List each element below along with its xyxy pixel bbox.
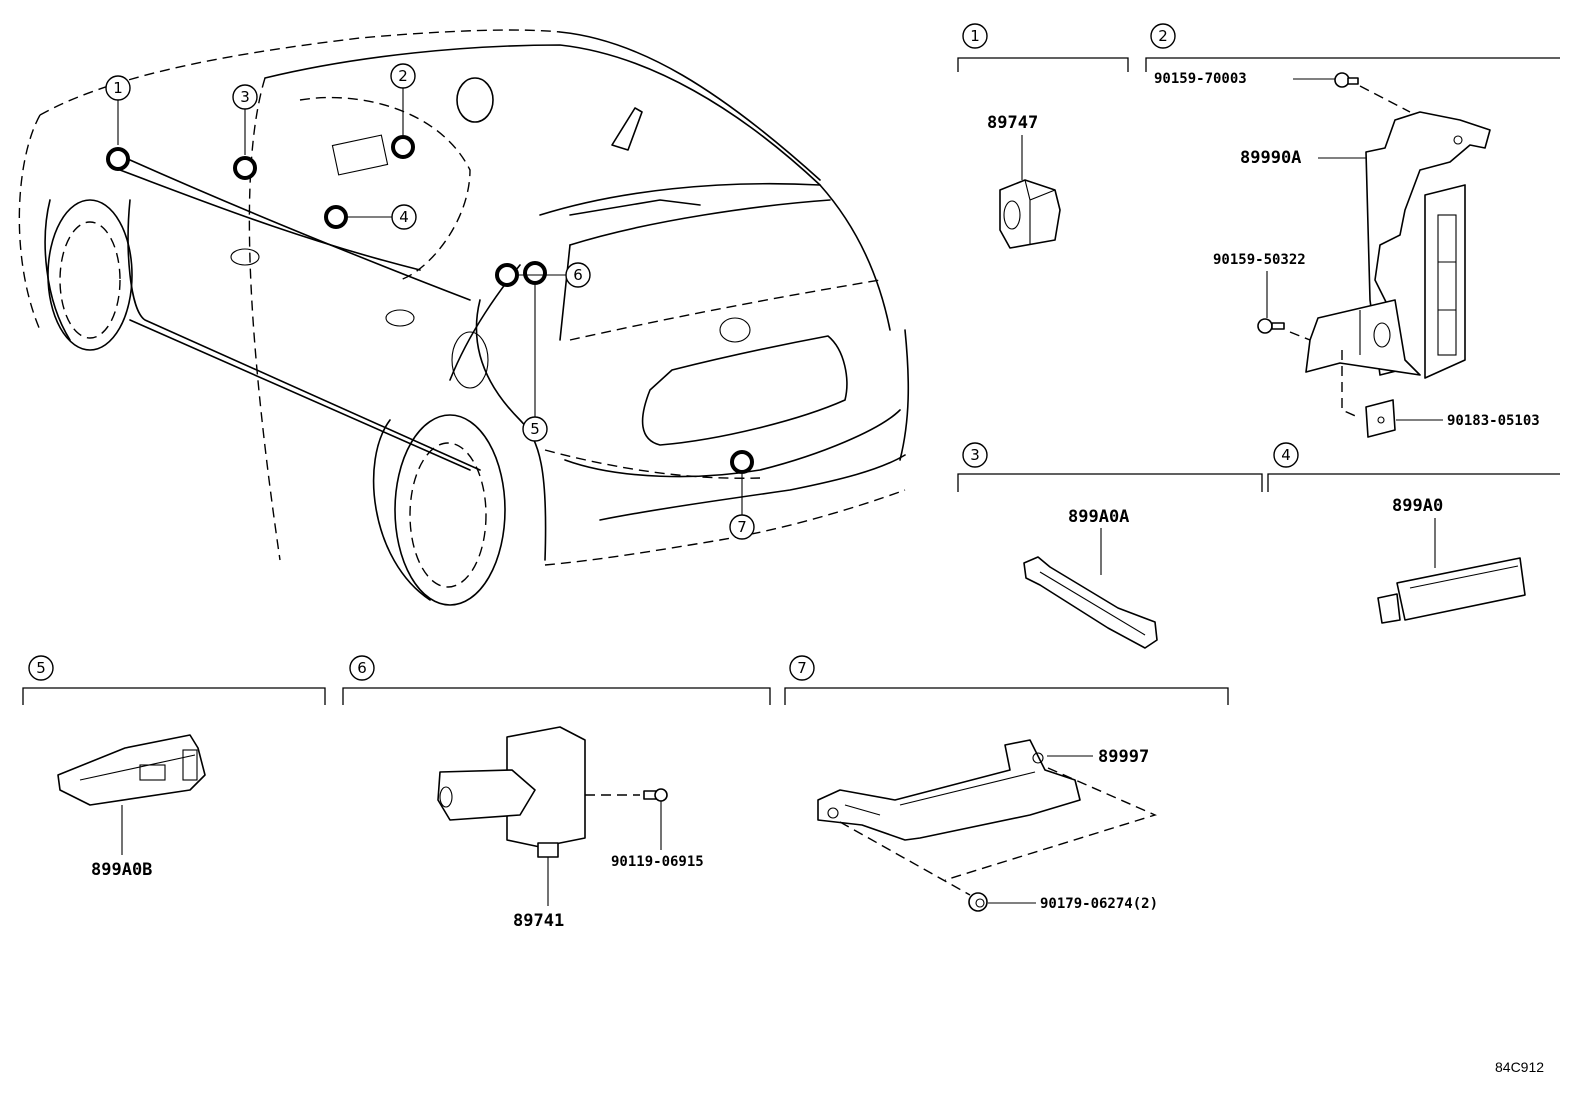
group-7: 7 89997 90179-06274(2) bbox=[784, 655, 1229, 912]
group-bracket bbox=[1145, 57, 1560, 72]
part-89997-drawing[interactable] bbox=[817, 739, 1081, 841]
part-89990A-drawing[interactable] bbox=[1365, 111, 1491, 379]
overview-callout-4[interactable]: 4 bbox=[324, 204, 417, 230]
group-number: 6 bbox=[357, 659, 367, 677]
part-number-899A0A[interactable]: 899A0A bbox=[1068, 507, 1129, 527]
bolt-icon bbox=[1257, 318, 1285, 334]
callout-number: 5 bbox=[530, 420, 540, 438]
group-4: 4 899A0 bbox=[1267, 442, 1560, 624]
group-bracket bbox=[957, 473, 1263, 492]
callout-number: 7 bbox=[737, 518, 747, 536]
callout-number: 2 bbox=[398, 67, 408, 85]
part-number-89741[interactable]: 89741 bbox=[513, 911, 564, 931]
part-number-90179-06274[interactable]: 90179-06274(2) bbox=[1040, 896, 1158, 912]
illustration-reference-code: 84C912 bbox=[1495, 1059, 1544, 1075]
part-number-90159-50322[interactable]: 90159-50322 bbox=[1213, 252, 1306, 268]
part-89747-drawing[interactable] bbox=[999, 179, 1061, 249]
part-number-90159-70003[interactable]: 90159-70003 bbox=[1154, 71, 1247, 87]
nut-icon bbox=[968, 892, 988, 912]
bolt-icon bbox=[1334, 72, 1359, 88]
overview-callout-7[interactable]: 7 bbox=[729, 450, 755, 540]
group-5: 5 899A0B bbox=[22, 655, 326, 880]
group-3: 3 899A0A bbox=[957, 442, 1263, 649]
part-number-89990A[interactable]: 89990A bbox=[1240, 148, 1301, 168]
group-number: 1 bbox=[970, 27, 980, 45]
group-1: 1 89747 bbox=[957, 23, 1129, 249]
part-number-89747[interactable]: 89747 bbox=[987, 113, 1038, 133]
clip-nut-drawing bbox=[1365, 399, 1396, 438]
callout-number: 3 bbox=[240, 88, 250, 106]
part-number-90119-06915[interactable]: 90119-06915 bbox=[611, 854, 704, 870]
group-bracket bbox=[342, 687, 771, 705]
group-number: 5 bbox=[36, 659, 46, 677]
callout-number: 1 bbox=[113, 79, 123, 97]
group-number: 2 bbox=[1158, 27, 1168, 45]
group-bracket bbox=[22, 687, 326, 705]
overview-callout-5[interactable]: 5 bbox=[522, 261, 548, 442]
part-number-90183-05103[interactable]: 90183-05103 bbox=[1447, 413, 1540, 429]
part-number-899A0[interactable]: 899A0 bbox=[1392, 496, 1443, 516]
overview-callout-1[interactable]: 1 bbox=[105, 75, 131, 171]
group-bracket bbox=[784, 687, 1229, 705]
bolt-icon bbox=[643, 788, 668, 802]
group-bracket bbox=[1267, 473, 1560, 492]
group-number: 7 bbox=[797, 659, 807, 677]
vehicle-overview-drawing bbox=[18, 29, 910, 606]
part-number-89997[interactable]: 89997 bbox=[1098, 747, 1149, 767]
part-899A0B-drawing[interactable] bbox=[57, 734, 206, 806]
part-899A0-drawing[interactable] bbox=[1377, 557, 1526, 624]
callout-number: 4 bbox=[399, 208, 409, 226]
group-6: 6 90119-06915 89741 bbox=[342, 655, 771, 931]
overview-callout-2[interactable]: 2 bbox=[390, 63, 416, 159]
callout-number: 6 bbox=[573, 266, 583, 284]
group-bracket bbox=[957, 57, 1129, 72]
group-number: 4 bbox=[1281, 446, 1291, 464]
part-number-899A0B[interactable]: 899A0B bbox=[91, 860, 152, 880]
overview-callout-6[interactable]: 6 bbox=[495, 262, 591, 288]
group-number: 3 bbox=[970, 446, 980, 464]
bracket-plate-drawing bbox=[1305, 299, 1421, 376]
overview-callout-3[interactable]: 3 bbox=[232, 84, 258, 180]
group-2: 2 90159-70003 89990A 90159-50322 bbox=[1145, 23, 1560, 438]
part-899A0A-drawing[interactable] bbox=[1023, 556, 1158, 649]
part-89741-drawing[interactable] bbox=[437, 726, 586, 858]
